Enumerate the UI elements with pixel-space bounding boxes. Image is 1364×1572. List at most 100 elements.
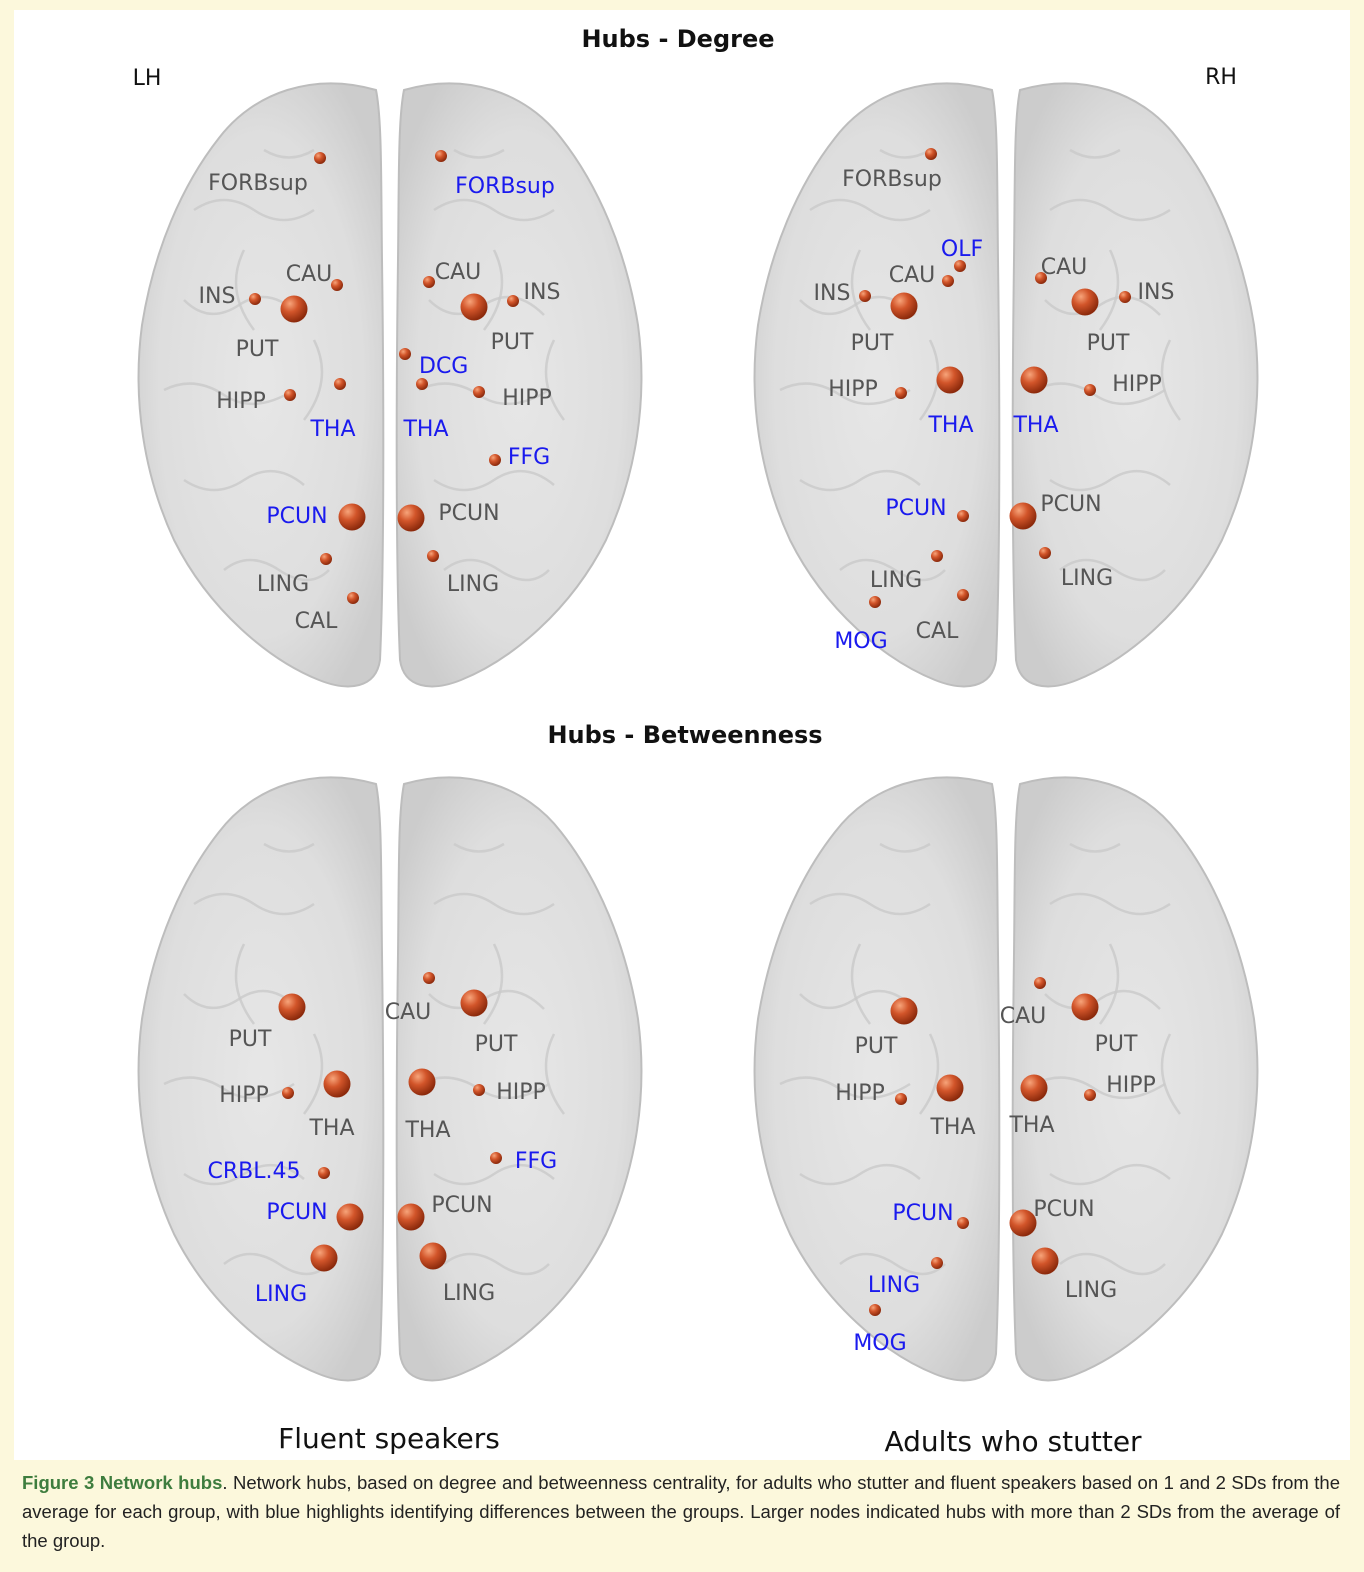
brain-layer bbox=[137, 82, 1259, 1382]
gyrus-texture bbox=[1059, 558, 1166, 582]
hub-label-hipp: HIPP bbox=[219, 1083, 269, 1108]
gyrus-texture bbox=[1049, 198, 1171, 222]
gyrus-texture bbox=[482, 943, 504, 1025]
hub-node-forbsup bbox=[925, 148, 937, 160]
gyrus-texture bbox=[839, 558, 946, 582]
gyrus-texture bbox=[809, 198, 931, 222]
hub-node-ling bbox=[320, 553, 332, 565]
hub-node-cau bbox=[1034, 977, 1046, 989]
degree-heading: Hubs - Degree bbox=[581, 25, 774, 53]
hub-node-ins bbox=[507, 295, 519, 307]
hub-node-hipp bbox=[284, 389, 296, 401]
hub-label-pcun: PCUN bbox=[266, 1200, 327, 1225]
hub-label-tha: THA bbox=[402, 417, 448, 442]
hub-label-ling: LING bbox=[870, 568, 922, 593]
hub-node-crbl-45 bbox=[318, 1167, 330, 1179]
hub-label-hipp: HIPP bbox=[496, 1080, 546, 1105]
rh-label: RH bbox=[1205, 65, 1237, 90]
hub-label-tha: THA bbox=[929, 1115, 975, 1140]
hub-node-put bbox=[890, 292, 918, 320]
hub-label-crbl-45: CRBL.45 bbox=[208, 1159, 301, 1184]
left-hemisphere bbox=[137, 776, 385, 1382]
hub-label-mog: MOG bbox=[834, 629, 887, 654]
hub-node-put bbox=[460, 989, 488, 1017]
hub-node-ling bbox=[419, 1242, 447, 1270]
hub-node-pcun bbox=[1009, 1209, 1037, 1237]
hub-label-pcun: PCUN bbox=[1033, 1197, 1094, 1222]
hub-node-hipp bbox=[895, 1093, 907, 1105]
hub-label-ffg: FFG bbox=[508, 445, 550, 470]
hub-label-forbsup: FORBsup bbox=[208, 171, 308, 196]
hub-label-ling: LING bbox=[1061, 566, 1113, 591]
hub-node-put bbox=[460, 293, 488, 321]
hub-node-put bbox=[890, 997, 918, 1025]
gyrus-texture bbox=[443, 558, 550, 582]
gyrus-texture bbox=[193, 892, 315, 916]
hub-node-cau bbox=[423, 276, 435, 288]
hub-node-ffg bbox=[489, 454, 501, 466]
gyrus-texture bbox=[1044, 989, 1161, 1010]
gyrus-texture bbox=[302, 1033, 324, 1115]
hub-node-pcun bbox=[1009, 502, 1037, 530]
gyrus-texture bbox=[799, 1163, 921, 1186]
gyrus-texture bbox=[1160, 339, 1182, 421]
hub-label-ling: LING bbox=[443, 1281, 495, 1306]
hub-label-cau: CAU bbox=[435, 260, 482, 285]
left-hemisphere bbox=[137, 82, 385, 688]
hub-label-pcun: PCUN bbox=[892, 1201, 953, 1226]
text-layer: Hubs - Degree LH RH Hubs - Betweenness F… bbox=[133, 25, 1237, 1458]
gyrus-texture bbox=[183, 1163, 305, 1186]
gyrus-texture bbox=[443, 1252, 550, 1276]
gyrus-texture bbox=[433, 198, 555, 222]
hub-label-tha: THA bbox=[1012, 413, 1058, 438]
hub-label-put: PUT bbox=[491, 330, 534, 355]
caption-text: . Network hubs, based on degree and betw… bbox=[22, 1472, 1340, 1551]
hub-label-cau: CAU bbox=[1041, 255, 1088, 280]
hub-label-put: PUT bbox=[475, 1032, 518, 1057]
hub-node-mog bbox=[869, 596, 881, 608]
gyrus-texture bbox=[779, 1076, 911, 1100]
gyrus-texture bbox=[302, 339, 324, 421]
gyrus-texture bbox=[453, 148, 505, 159]
gyrus-texture bbox=[1044, 295, 1161, 316]
hub-node-tha bbox=[1020, 366, 1048, 394]
gyrus-texture bbox=[1049, 1163, 1171, 1186]
hub-node-forbsup bbox=[314, 152, 326, 164]
fluent-speakers-label: Fluent speakers bbox=[278, 1422, 500, 1455]
hub-node-ling bbox=[427, 550, 439, 562]
hub-node-pcun bbox=[397, 504, 425, 532]
hub-label-hipp: HIPP bbox=[1106, 1073, 1156, 1098]
hub-node-cal bbox=[347, 592, 359, 604]
hub-label-ling: LING bbox=[1065, 1278, 1117, 1303]
gyrus-texture bbox=[1034, 1076, 1166, 1100]
gyrus-texture bbox=[1069, 842, 1121, 853]
gyrus-texture bbox=[879, 842, 931, 853]
gyrus-texture bbox=[809, 892, 931, 916]
hub-label-cal: CAL bbox=[295, 609, 338, 634]
gyrus-texture bbox=[839, 1252, 946, 1276]
caption-label: Figure 3 Network hubs bbox=[22, 1472, 223, 1493]
hub-node-ling bbox=[1039, 547, 1051, 559]
hub-label-ins: INS bbox=[1138, 280, 1175, 305]
gyrus-texture bbox=[234, 249, 256, 331]
hub-node-tha bbox=[936, 366, 964, 394]
hub-node-ins bbox=[859, 290, 871, 302]
hub-node-mog bbox=[869, 1304, 881, 1316]
right-hemisphere bbox=[1011, 82, 1259, 688]
hub-label-ling: LING bbox=[255, 1282, 307, 1307]
hub-label-put: PUT bbox=[855, 1034, 898, 1059]
brain-outline-0 bbox=[137, 82, 643, 688]
gyrus-texture bbox=[1160, 1033, 1182, 1115]
gyrus-texture bbox=[1098, 249, 1120, 331]
hub-node-cau bbox=[1035, 272, 1047, 284]
hub-node-cau bbox=[423, 972, 435, 984]
hub-label-ins: INS bbox=[199, 284, 236, 309]
hub-label-cau: CAU bbox=[1000, 1004, 1047, 1029]
gyrus-texture bbox=[223, 558, 330, 582]
hub-node-put bbox=[280, 295, 308, 323]
left-hemisphere bbox=[753, 776, 1001, 1382]
hub-label-pcun: PCUN bbox=[431, 1193, 492, 1218]
